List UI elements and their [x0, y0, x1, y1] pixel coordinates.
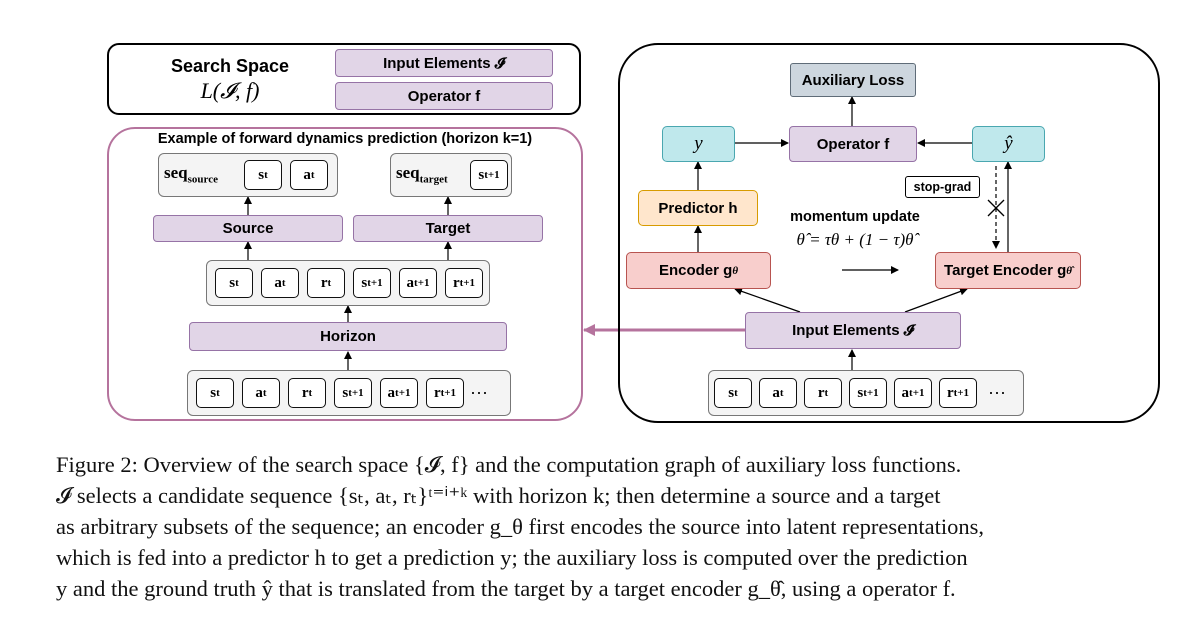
- computation-graph-panel: [618, 43, 1160, 423]
- token-base: s: [258, 166, 265, 183]
- arrow-input-to-encoder: [734, 287, 801, 313]
- right-ellipsis: ···: [988, 382, 1006, 402]
- auxiliary-loss-box: Auxiliary Loss: [790, 63, 916, 97]
- caption-line-1: Figure 2: Overview of the search space {…: [56, 452, 962, 477]
- horizon-box: Horizon: [189, 322, 507, 351]
- y-box: y: [662, 126, 735, 162]
- momentum-update-formula: θ̂ = τθ + (1 − τ)θ̂: [796, 230, 914, 249]
- token-base: a: [255, 384, 263, 401]
- stop-grad-label: stop-grad: [905, 176, 980, 198]
- predictor-box: Predictor h: [638, 190, 758, 226]
- stop-grad-cross-b: [987, 199, 1005, 217]
- seq-target-sub: target: [419, 173, 448, 186]
- token-base: s: [857, 384, 864, 401]
- token-base: r: [817, 384, 825, 401]
- search-space-formula: L(𝓘, f): [200, 78, 260, 103]
- arrow-input-to-target-encoder: [904, 287, 968, 313]
- token-base: s: [210, 384, 217, 401]
- token-base: r: [301, 384, 309, 401]
- caption-line-2: 𝓘 selects a candidate sequence {sₜ, aₜ, …: [56, 483, 941, 508]
- encoder-label: Encoder g: [658, 262, 733, 279]
- bottom-ellipsis: ···: [470, 382, 488, 402]
- search-space-title: Search Space: [170, 56, 290, 76]
- token-base: a: [772, 384, 780, 401]
- caption-line-5: y and the ground truth ŷ that is transla…: [56, 576, 956, 601]
- target-box: Target: [353, 215, 543, 242]
- figure-caption: Figure 2: Overview of the search space {…: [56, 449, 1166, 604]
- caption-line-4: which is fed into a predictor h to get a…: [56, 545, 968, 570]
- search-space-box: [107, 43, 581, 115]
- search-space-operator: Operator f: [335, 82, 553, 110]
- token-base: a: [901, 384, 910, 401]
- token-base: s: [728, 384, 735, 401]
- seq-source-label: seqsource: [164, 163, 218, 186]
- mid-sequence-tray: [206, 260, 490, 306]
- forward-dynamics-title: Example of forward dynamics prediction (…: [157, 131, 533, 147]
- caption-line-3: as arbitrary subsets of the sequence; an…: [56, 514, 984, 539]
- y-hat-box: ŷ: [972, 126, 1045, 162]
- seq-source-base: seq: [164, 163, 188, 182]
- search-space-input-elements: Input Elements 𝓘: [335, 49, 553, 77]
- token-base: a: [274, 274, 282, 291]
- token-base: s: [229, 274, 236, 291]
- token-base: s: [478, 166, 485, 183]
- target-encoder-label: Target Encoder g: [944, 262, 1067, 279]
- seq-source-sub: source: [187, 173, 218, 186]
- seq-target-label: seqtarget: [396, 163, 448, 186]
- token-base: r: [433, 384, 441, 401]
- operator-label: Operator f: [816, 135, 890, 153]
- token-base: r: [452, 274, 460, 291]
- token-base: a: [303, 166, 311, 183]
- momentum-update-label: momentum update: [790, 209, 920, 225]
- token-base: r: [320, 274, 328, 291]
- token-base: r: [946, 384, 954, 401]
- token-base: s: [361, 274, 368, 291]
- source-box: Source: [153, 215, 343, 242]
- token-base: a: [387, 384, 396, 401]
- forward-dynamics-panel: [107, 127, 583, 421]
- input-elements-box: Input Elements 𝓘: [745, 312, 961, 349]
- token-base: a: [406, 274, 415, 291]
- token-base: s: [342, 384, 349, 401]
- seq-target-base: seq: [396, 163, 420, 182]
- operator-box: Operator f: [789, 126, 917, 162]
